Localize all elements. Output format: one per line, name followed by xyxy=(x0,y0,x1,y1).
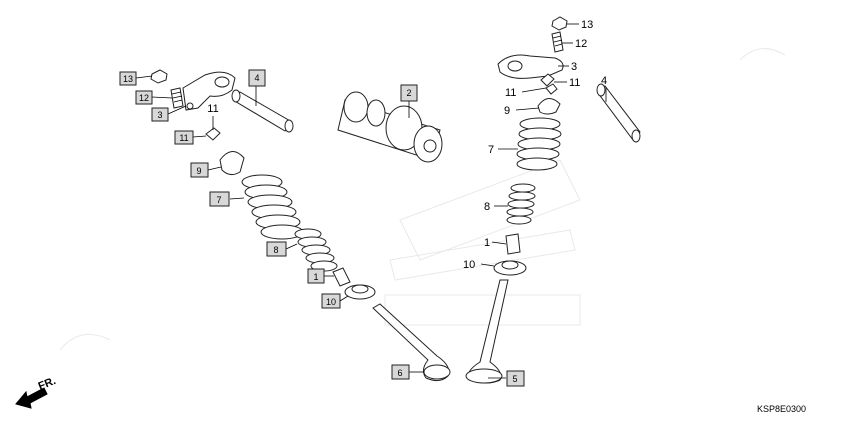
callout-12-right: 12 xyxy=(575,38,587,50)
callout-11-right-a: 11 xyxy=(505,87,516,99)
callout-10-left: 10 xyxy=(321,293,341,309)
callouts-center: 2 xyxy=(400,84,418,102)
svg-text:7: 7 xyxy=(216,195,221,205)
callout-1-right: 1 xyxy=(484,237,490,249)
callout-2-center: 2 xyxy=(400,84,418,102)
svg-text:11: 11 xyxy=(207,103,218,115)
stem-seal-right xyxy=(505,233,521,255)
diagram-code: KSP8E0300 xyxy=(757,404,806,414)
svg-text:5: 5 xyxy=(512,374,517,384)
callout-9-right: 9 xyxy=(504,105,510,117)
adjust-screw-left xyxy=(170,87,184,109)
retainer-left xyxy=(219,151,245,176)
outer-spring-left xyxy=(241,174,304,240)
rocker-shaft-left xyxy=(232,91,293,132)
leader-lines xyxy=(135,23,607,379)
camshaft xyxy=(337,91,443,163)
front-arrow-icon xyxy=(15,387,48,409)
left-valve-assembly xyxy=(150,69,451,382)
outer-spring-right xyxy=(516,117,562,171)
callout-4-right: 4 xyxy=(601,75,607,87)
adjust-screw-right xyxy=(551,31,564,53)
callout-3-left: 3 xyxy=(151,107,169,122)
background-watermark xyxy=(59,48,786,351)
callouts-right: 13 12 3 11 11 4 9 7 8 1 10 5 xyxy=(463,19,607,387)
callout-10-right: 10 xyxy=(463,259,475,271)
callout-8-right: 8 xyxy=(484,201,490,213)
svg-text:9: 9 xyxy=(196,166,201,176)
callout-8-left: 8 xyxy=(266,241,287,257)
callout-11-right-b: 11 xyxy=(569,77,580,89)
callout-3-right: 3 xyxy=(571,61,577,73)
stem-seal-left xyxy=(332,267,351,287)
callout-6-left: 6 xyxy=(391,364,410,380)
svg-text:12: 12 xyxy=(139,93,149,103)
svg-text:FR.: FR. xyxy=(37,375,58,393)
svg-text:8: 8 xyxy=(273,245,278,255)
inner-spring-left xyxy=(294,228,338,272)
callout-7-left: 7 xyxy=(209,191,230,207)
callout-7-right: 7 xyxy=(488,144,494,156)
callout-9-left: 9 xyxy=(190,162,209,178)
svg-text:11: 11 xyxy=(179,133,188,143)
svg-text:4: 4 xyxy=(254,73,259,83)
retainer-right xyxy=(537,98,561,115)
callout-11-left-boxed: 11 xyxy=(174,130,194,145)
svg-text:10: 10 xyxy=(326,297,336,307)
cotter-left xyxy=(205,127,221,141)
nut-left xyxy=(150,69,168,84)
valve-left xyxy=(372,303,450,382)
svg-text:13: 13 xyxy=(123,74,133,84)
svg-text:6: 6 xyxy=(397,368,402,378)
front-direction-indicator: FR. xyxy=(15,375,58,409)
svg-text:2: 2 xyxy=(406,88,411,98)
callout-13-left: 13 xyxy=(119,71,137,86)
cotter-right-b xyxy=(545,83,558,95)
callout-5-right: 5 xyxy=(506,370,525,387)
callout-13-right: 13 xyxy=(581,19,593,31)
svg-text:1: 1 xyxy=(313,272,318,282)
svg-text:3: 3 xyxy=(157,110,162,120)
cotter-right-a xyxy=(540,73,555,87)
nut-right xyxy=(551,16,568,31)
inner-spring-right xyxy=(506,183,536,225)
callout-12-left: 12 xyxy=(135,90,153,105)
callout-4-left: 4 xyxy=(248,69,266,87)
callouts-left: 13 12 3 4 11 11 9 7 8 xyxy=(119,69,410,380)
callout-1-left: 1 xyxy=(307,268,325,284)
callout-11-left-plain: 11 xyxy=(207,103,218,115)
right-valve-assembly xyxy=(465,16,641,384)
